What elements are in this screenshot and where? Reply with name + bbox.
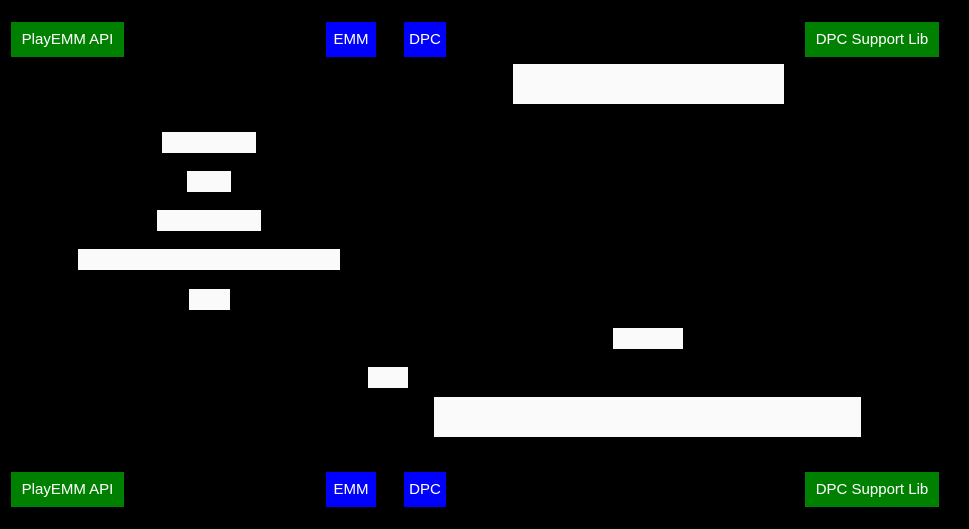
message-arrow-6 (67, 310, 350, 311)
message-label-token-1: token (189, 289, 230, 344)
lifeline-emm (350, 57, 351, 471)
message-arrow-1 (424, 104, 871, 105)
message-label-line1: token (192, 328, 227, 344)
message-label-users-update: users.update() (157, 210, 261, 265)
message-arrow-5 (67, 270, 350, 271)
lifeline-dpc (424, 57, 425, 471)
message-arrow-2 (67, 153, 350, 154)
participant-dpc-support-lib-bottom[interactable]: DPC Support Lib (804, 471, 940, 508)
participant-label: EMM (333, 481, 369, 498)
message-label-ensure-working-environment: androidForWorkAccountSupport .ensureWork… (513, 64, 784, 177)
message-label-line1: androidForWorkAccountSupport (547, 437, 748, 453)
participant-dpc-top[interactable]: DPC (403, 21, 447, 58)
message-label-token-2: token (368, 367, 408, 422)
message-label-user-id: userID (187, 171, 231, 226)
message-arrow-3 (67, 192, 350, 193)
participant-emm-top[interactable]: EMM (325, 21, 377, 58)
participant-label: DPC Support Lib (815, 481, 929, 498)
participant-label: PlayEMM API (21, 481, 114, 498)
message-label-callback: callback() (613, 328, 683, 383)
message-arrow-8 (350, 388, 424, 389)
lifeline-supportlib (871, 57, 872, 471)
lifeline-playemm (67, 57, 68, 471)
participant-playemm-api-bottom[interactable]: PlayEMM API (10, 471, 125, 508)
message-label-line1: androidForWorkAccountSupport (548, 104, 749, 120)
message-label-users-insert: users.insert() (162, 132, 256, 187)
participant-label: PlayEMM API (21, 31, 114, 48)
message-label-generate-authentication-token: users.generateAuthenticationToken() (78, 249, 340, 304)
participant-playemm-api-top[interactable]: PlayEMM API (10, 21, 125, 58)
message-arrow-4 (67, 231, 350, 232)
message-label-line1: token (370, 406, 406, 422)
participant-dpc-bottom[interactable]: DPC (403, 471, 447, 508)
participant-dpc-support-lib-top[interactable]: DPC Support Lib (804, 21, 940, 58)
participant-label: DPC (409, 31, 441, 48)
message-label-add-android-for-work-account: androidForWorkAccountSupport .addAndroid… (434, 397, 861, 510)
message-label-line2: .addAndroidForWorkAccount(token, account… (460, 494, 835, 510)
message-arrow-7 (424, 349, 871, 350)
message-label-line2: .ensureWorkingEnvironment(callback) (530, 161, 767, 177)
message-arrow-9 (424, 437, 871, 438)
participant-label: EMM (333, 31, 369, 48)
message-label-line1: callback() (618, 367, 678, 383)
participant-emm-bottom[interactable]: EMM (325, 471, 377, 508)
participant-label: DPC Support Lib (815, 31, 929, 48)
participant-label: DPC (409, 481, 441, 498)
